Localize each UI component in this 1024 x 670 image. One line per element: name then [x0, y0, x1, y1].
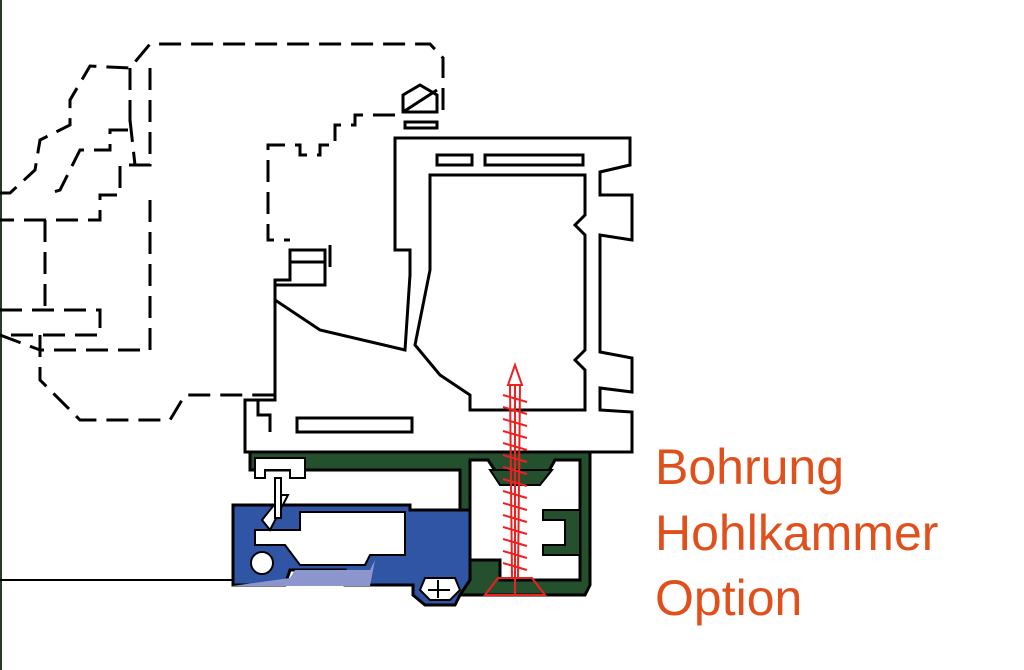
- screw-thread: [502, 562, 528, 571]
- screw-thread: [502, 538, 528, 547]
- green-frame-profile: [248, 450, 592, 597]
- screw-thread: [502, 478, 528, 487]
- main-frame-profile: [243, 136, 634, 454]
- screw-thread: [502, 406, 528, 415]
- screw-thread: [502, 454, 528, 463]
- screw-icon: [482, 361, 548, 596]
- screw-thread: [502, 526, 528, 535]
- screw-thread: [502, 514, 528, 523]
- blue-sash-profile: [231, 477, 472, 607]
- screw-thread: [502, 394, 528, 403]
- dashed-sash-outline: [0, 42, 445, 422]
- screw-thread: [502, 466, 528, 475]
- screw-thread: [502, 502, 528, 511]
- screw-thread: [502, 442, 528, 451]
- gasket-strip: [232, 560, 375, 586]
- hardware-symbol: [401, 83, 439, 130]
- screw-thread: [502, 418, 528, 427]
- screw-thread: [502, 430, 528, 439]
- screw-thread: [502, 490, 528, 499]
- annotation-line-2: Hohlkammer: [655, 505, 939, 561]
- annotation-line-1: Bohrung: [655, 439, 845, 495]
- annotation-line-3: Option: [655, 570, 803, 626]
- screw-thread: [502, 550, 528, 559]
